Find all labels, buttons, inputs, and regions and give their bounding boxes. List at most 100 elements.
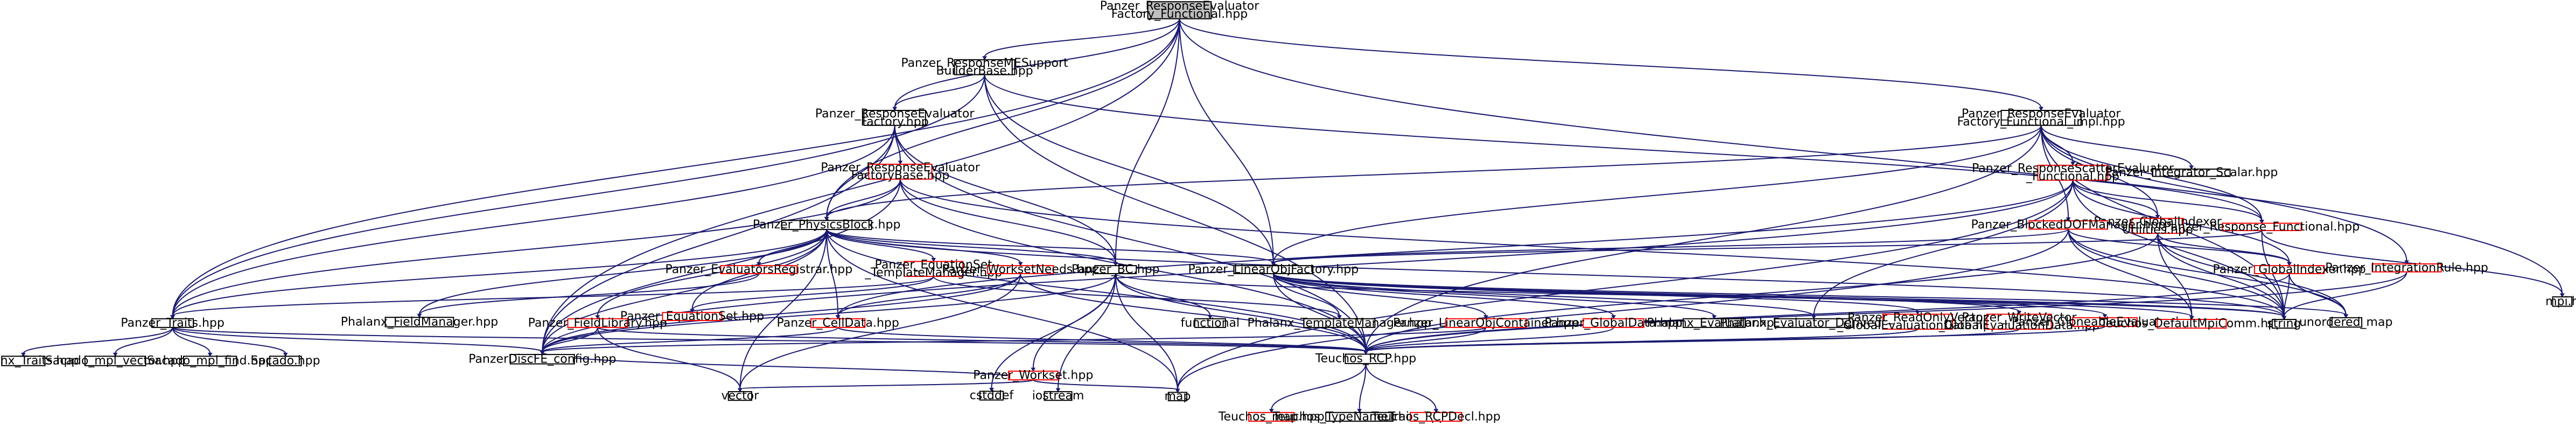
edge-line [1365, 327, 1487, 352]
edge-line [1020, 273, 1367, 352]
edge-line [172, 276, 934, 317]
node-rcp[interactable]: Teuchos_RCP.hpp [1315, 352, 1416, 366]
edge-arrowhead [2189, 165, 2194, 170]
node-blocked[interactable]: Panzer_BlockedDOFManager.hpp [1971, 218, 2165, 232]
edge-rcp-to-tmap [1269, 363, 1367, 413]
edge-mesupport-to-resp_func [984, 74, 2264, 224]
node-label: Panzer_WorksetNeeds.hpp [942, 263, 1099, 276]
edge-line [826, 229, 1116, 264]
edge-line [172, 18, 1180, 316]
node-phal_traits[interactable]: Phalanx_Traits.hpp [0, 354, 79, 368]
node-label: map [1164, 390, 1191, 403]
node-cstddef[interactable]: cstddef [970, 389, 1014, 402]
node-defmpicomm[interactable]: Teuchos_DefaultMpiComm.hpp [2100, 317, 2283, 331]
node-vector[interactable]: vector [721, 389, 759, 403]
node-resp_func[interactable]: Panzer_Response_Functional.hpp [2164, 220, 2360, 234]
edge-evalreg-to-phal_fm [417, 273, 760, 318]
edge-line [542, 326, 1487, 353]
node-box [2072, 317, 2138, 327]
edge-line [418, 229, 828, 315]
node-eqset_tm[interactable]: Panzer_EquationSet_TemplateManager.hpp [864, 258, 1002, 280]
edge-traits-to-phal_traits [20, 327, 173, 357]
node-config[interactable]: PanzerDiscFE_config.hpp [468, 352, 616, 366]
node-worksetneeds[interactable]: Panzer_WorksetNeeds.hpp [942, 263, 1099, 276]
edge-line [837, 180, 2074, 316]
node-integscalar[interactable]: Panzer_Integrator_Scalar.hpp [2105, 166, 2278, 179]
node-box [1445, 318, 1527, 328]
node-box [863, 109, 926, 126]
node-globaldata[interactable]: Panzer_GlobalData.hpp [1544, 316, 1682, 330]
node-box [2028, 220, 2108, 230]
node-phal_evald[interactable]: Phalanx_Evaluator_Derived.hpp [1720, 316, 1908, 330]
edge-line [542, 18, 1180, 352]
node-tmap[interactable]: Teuchos_map.hpp [1218, 410, 1325, 423]
node-refimpl[interactable]: Panzer_ResponseEvaluatorFactory_Function… [1957, 107, 2125, 129]
node-fieldlib[interactable]: Panzer_FieldLibrary.hpp [528, 316, 667, 330]
node-label: Sacado.hpp [251, 354, 320, 368]
node-box [1233, 265, 1314, 274]
node-traits[interactable]: Panzer_Traits.hpp [121, 316, 225, 330]
edge-traits-to-mpfind [172, 327, 213, 357]
node-phal_fm[interactable]: Phalanx_FieldManager.hpp [341, 315, 498, 329]
node-phal_eval[interactable]: Phalanx_Evaluator.hpp [1647, 316, 1781, 330]
node-label: PanzerDiscFE_config.hpp [468, 352, 616, 366]
edge-line [542, 273, 1116, 352]
node-label: Panzer_ResponseEvaluator [815, 107, 975, 121]
edge-line [2283, 271, 2407, 317]
node-mpfind[interactable]: Sacado_mpl_find.hpp [147, 354, 274, 368]
node-box [662, 312, 723, 321]
node-bc[interactable]: Panzer_BC.hpp [1072, 263, 1160, 276]
edge-line [1272, 273, 2347, 316]
node-umap[interactable]: unordered_map [2299, 316, 2392, 329]
node-map[interactable]: map [1164, 390, 1191, 403]
node-scatter[interactable]: Panzer_ResponseScatterEvaluator_Function… [1972, 162, 2174, 184]
edge-arrowhead [1269, 409, 1274, 413]
node-iostream[interactable]: iostream [1032, 389, 1084, 403]
node-gidx[interactable]: Panzer_GlobalIndexer.hpp [2213, 263, 2365, 276]
edge-line [1813, 180, 2074, 316]
node-box [2037, 164, 2109, 181]
node-mpvec[interactable]: Sacado_mpl_vector.hpp [45, 354, 186, 368]
node-functional[interactable]: functional [1181, 316, 1240, 330]
edge-linobj-to-globaldata [1272, 273, 1616, 319]
node-label: Panzer_LinearObjFactory.hpp [1188, 263, 1359, 276]
node-string[interactable]: string [2267, 317, 2301, 331]
node-physicsblock[interactable]: Panzer_PhysicsBlock.hpp [753, 218, 901, 232]
node-celldata[interactable]: Panzer_CellData.hpp [776, 316, 899, 330]
node-label: Panzer_CellData.hpp [776, 316, 899, 330]
node-eqset[interactable]: Panzer_EquationSet.hpp [620, 310, 764, 323]
edge-line [826, 229, 1367, 352]
node-label: Factory.hpp [861, 115, 929, 129]
edge-line [2068, 229, 2285, 317]
node-linobj[interactable]: Panzer_LinearObjFactory.hpp [1188, 263, 1359, 276]
edge-line [837, 273, 1021, 317]
node-evalreg[interactable]: Panzer_EvaluatorsRegistrar.hpp [665, 263, 852, 276]
edge-bc-to-map [1115, 273, 1180, 393]
node-phal_tm[interactable]: Phalanx_TemplateManager.hpp [1247, 316, 1431, 330]
node-readonly[interactable]: Panzer_ReadOnlyVector_GlobalEvaluationDa… [1837, 311, 1998, 332]
edge-root-to-config [540, 18, 1180, 356]
node-label: Teuchos_RCPDecl.hpp [1371, 410, 1501, 423]
node-mpi[interactable]: mpi.h [2545, 295, 2576, 308]
edge-line [2157, 233, 2285, 317]
node-workset[interactable]: Panzer_Workset.hpp [973, 369, 1093, 382]
edge-arrowhead [1611, 315, 1616, 319]
node-label: Panzer_Traits.hpp [121, 316, 225, 330]
edge-line [1272, 273, 1614, 317]
node-label: unordered_map [2299, 316, 2392, 329]
node-linobjcont[interactable]: Panzer_LinearObjContainer.hpp [1393, 316, 1579, 330]
edge-line [1179, 18, 1274, 263]
node-rcpdecl[interactable]: Teuchos_RCPDecl.hpp [1371, 410, 1501, 423]
edge-line [739, 379, 1034, 390]
edge-line [826, 229, 1178, 390]
node-sacado[interactable]: Sacado.hpp [251, 354, 320, 368]
edge-line [172, 326, 543, 353]
node-label: Panzer_ResponseEvaluator [1962, 107, 2122, 121]
node-intrule[interactable]: Panzer_IntegrationRule.hpp [2325, 261, 2488, 275]
edge-arrowhead [1175, 388, 1180, 393]
